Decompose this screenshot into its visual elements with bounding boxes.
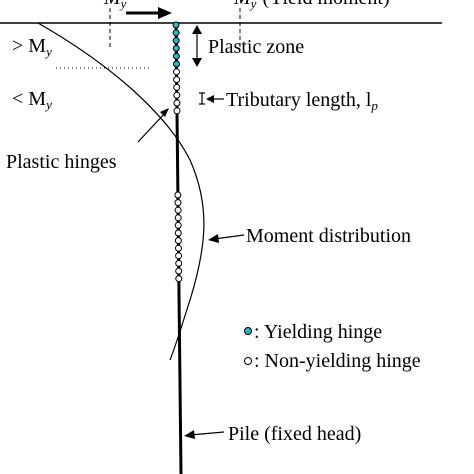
non-yielding-hinge xyxy=(173,83,181,91)
non-yielding-hinge xyxy=(174,199,182,207)
non-yielding-hinge xyxy=(174,221,182,229)
tributary-arrow-head xyxy=(206,95,214,103)
plastic-zone-dim-arrow-bottom xyxy=(192,58,202,67)
moment-distribution-label: Moment distribution xyxy=(246,225,411,247)
yielding-hinge xyxy=(172,21,180,29)
non-yielding-hinge xyxy=(175,259,183,267)
non-yielding-hinge xyxy=(173,68,180,76)
non-yielding-hinge xyxy=(175,275,183,283)
pile-label: Pile (fixed head) xyxy=(228,423,361,445)
plastic-hinges-arrow-head xyxy=(160,108,169,117)
top-label-my-right: My(Yield moment) xyxy=(233,0,390,11)
hinge-group xyxy=(172,21,183,283)
tributary-length-label: Tributary length, lp xyxy=(226,89,378,113)
non-yielding-hinge xyxy=(175,252,183,260)
legend-non-yielding-hinge-icon xyxy=(244,357,252,365)
plastic-hinges-label: Plastic hinges xyxy=(6,151,117,173)
yielding-hinge xyxy=(172,52,180,60)
yielding-hinge xyxy=(172,29,180,37)
load-arrow-head xyxy=(158,7,172,19)
plastic-zone-dim-arrow-top xyxy=(192,25,202,34)
non-yielding-hinge xyxy=(174,237,182,245)
legend-yielding-hinge-label: : Yielding hinge xyxy=(254,321,382,343)
non-yielding-hinge xyxy=(173,107,181,115)
non-yielding-hinge xyxy=(173,76,181,84)
plastic-zone-label: Plastic zone xyxy=(208,36,304,58)
non-yielding-hinge xyxy=(174,229,182,237)
plastic-hinges-leader xyxy=(137,111,167,143)
non-yielding-hinge xyxy=(173,91,181,99)
label-less-than-my: < My xyxy=(12,88,52,112)
legend-non-yielding-hinge-label: : Non-yielding hinge xyxy=(254,350,421,372)
moment-distribution-curve xyxy=(37,22,205,361)
moment-distribution-arrow-head xyxy=(208,234,219,243)
pile-leader xyxy=(189,431,225,436)
non-yielding-hinge xyxy=(174,191,182,199)
legend-yielding-hinge-icon xyxy=(244,327,252,335)
non-yielding-hinge xyxy=(175,244,182,252)
yielding-hinge xyxy=(172,44,180,52)
label-greater-than-my: > My xyxy=(12,35,52,59)
top-label-my-left: My xyxy=(103,0,127,11)
pile-arrow-head xyxy=(184,430,195,439)
non-yielding-hinge xyxy=(173,99,181,107)
yielding-hinge xyxy=(172,37,180,45)
non-yielding-hinge xyxy=(175,267,183,275)
non-yielding-hinge xyxy=(174,206,182,214)
moment-distribution-leader xyxy=(213,234,245,240)
non-yielding-hinge xyxy=(174,214,182,222)
yielding-hinge xyxy=(173,60,180,68)
